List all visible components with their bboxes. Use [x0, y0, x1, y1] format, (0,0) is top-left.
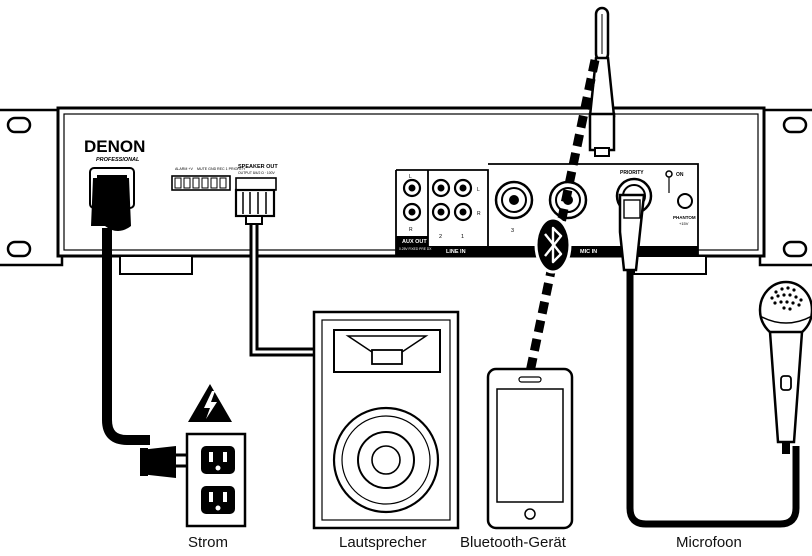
line-in-1-label: 1 [461, 234, 464, 240]
terminal-blocks: ALARM +V MUTE GND REC 1 PRIORITY [171, 167, 246, 191]
terminal-label-3: REC 1 PRIORITY [217, 167, 246, 171]
aux-r-label: R [409, 227, 413, 233]
line-in-label: LINE IN [446, 249, 466, 255]
mic-combo-jack-3 [494, 180, 534, 220]
brand-name: DENON [84, 137, 145, 156]
rack-hole-top-right [782, 116, 808, 134]
caption-speaker: Lautsprecher [339, 534, 427, 551]
caption-bluetooth: Bluetooth-Gerät [460, 534, 566, 551]
connector-panel: AUX OUT 0.25V FIXED PRE DX LINE IN MIC I… [395, 163, 699, 256]
aux-l-label: L [409, 174, 412, 180]
rack-ear-right [758, 108, 812, 267]
terminal-label-1: ALARM +V [175, 167, 193, 171]
warning-icon [188, 384, 232, 422]
bluetooth-link [525, 59, 600, 373]
mic-in-label: MIC IN [580, 249, 597, 255]
bluetooth-icon [534, 216, 572, 274]
phantom-switch [665, 170, 693, 209]
speaker-out-sub: OUTPUT 8/4/2 Ω · 100V [238, 171, 276, 175]
mic-3-label: 3 [511, 228, 514, 234]
line-l-label: L [477, 187, 480, 193]
rack-hole-bottom-right [782, 240, 808, 258]
outlet-icon [185, 432, 247, 528]
antenna-icon [588, 6, 616, 157]
line-in-2-label: 2 [439, 234, 442, 240]
on-label: ON [676, 172, 684, 178]
rack-ear-left [0, 108, 64, 267]
phantom-sub: +15V [679, 221, 689, 226]
caption-power: Strom [188, 534, 229, 551]
speaker-out-connector: SPEAKER OUT OUTPUT 8/4/2 Ω · 100V [235, 164, 278, 191]
rack-hole-top-left [6, 116, 32, 134]
microphone-cable [618, 193, 800, 528]
line-r-label: R [477, 211, 481, 217]
priority-label: PRIORITY [620, 170, 644, 176]
speaker-cabinet [312, 310, 460, 530]
terminal-label-2: MUTE GND [197, 167, 217, 171]
microphone-icon [758, 280, 812, 454]
foot-right [633, 255, 707, 275]
smartphone-icon [486, 367, 574, 530]
aux-out-sub: 0.25V FIXED PRE DX [399, 247, 432, 251]
phantom-label: PHANTOM [673, 215, 696, 220]
speaker-out-label: SPEAKER OUT [238, 164, 278, 170]
speaker-cable [234, 188, 316, 357]
rack-hole-bottom-left [6, 240, 32, 258]
caption-microphone: Microfoon [676, 534, 742, 551]
brand-sub: PROFESSIONAL [96, 157, 140, 163]
rca-jacks [402, 178, 473, 222]
foot-left [119, 255, 193, 275]
aux-out-label: AUX OUT [402, 239, 427, 245]
